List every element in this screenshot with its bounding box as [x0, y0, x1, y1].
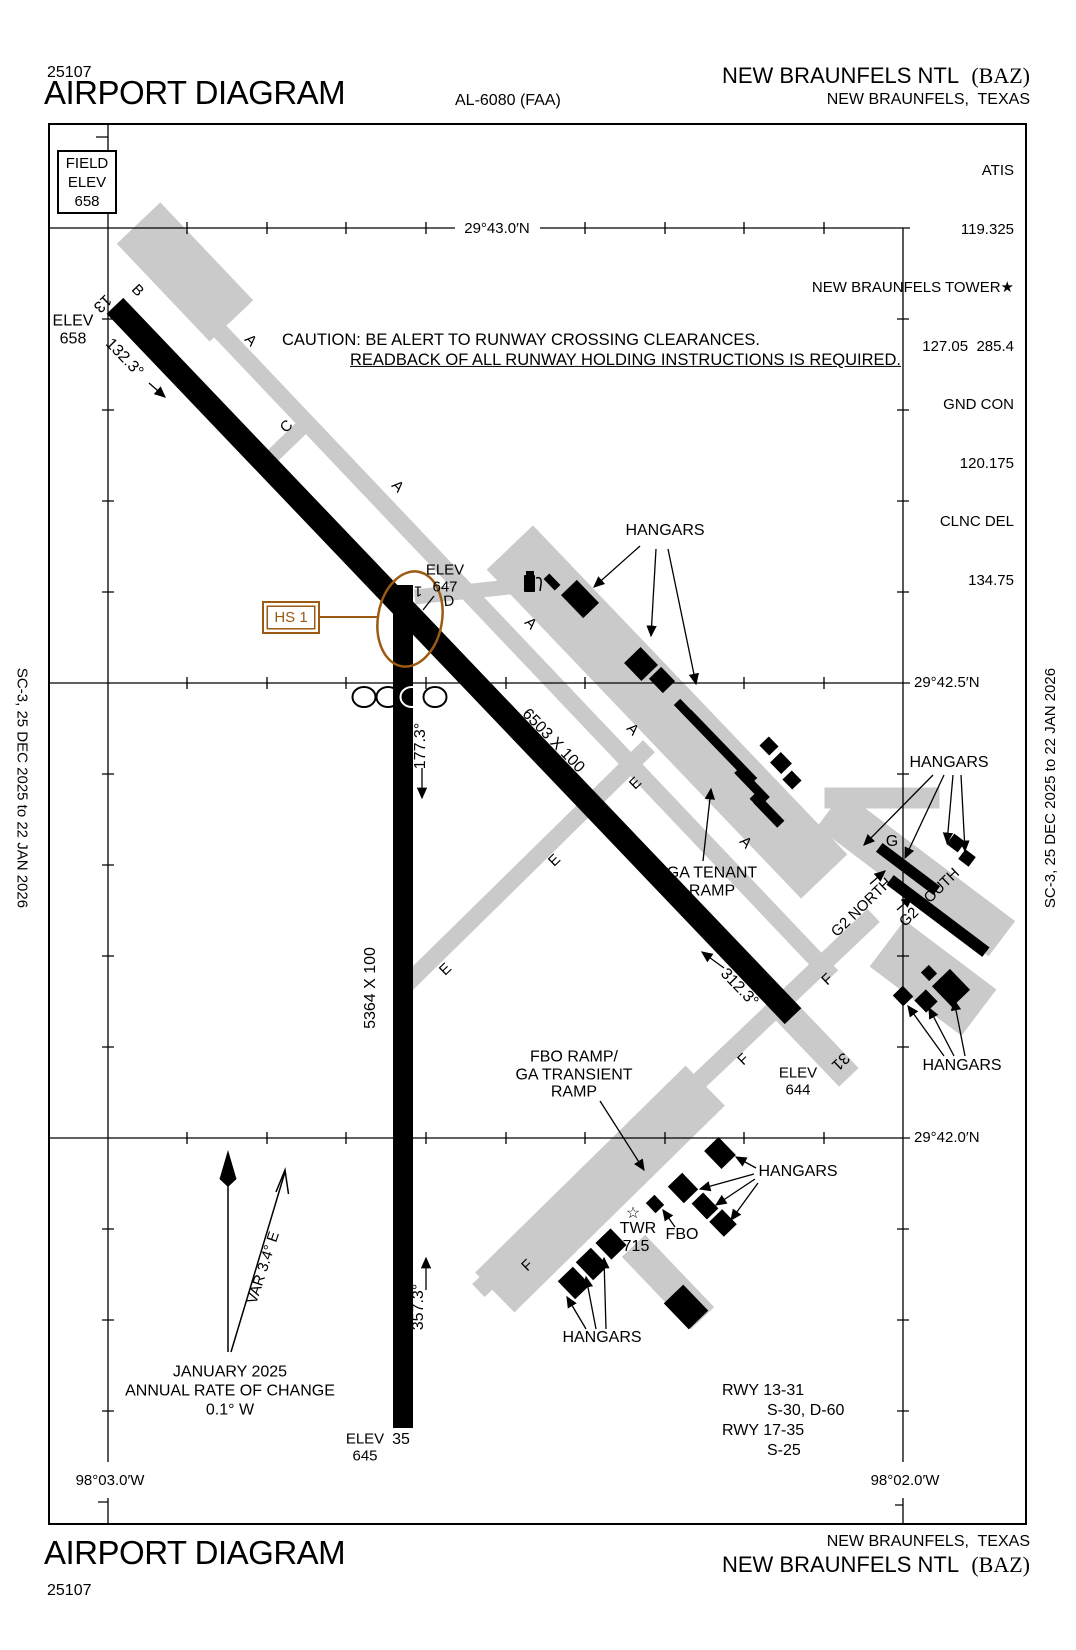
control-tower-star-icon: ☆ [625, 1205, 641, 1223]
gnd-con-label: GND CON [943, 396, 1014, 413]
runway-17-number: 17 [405, 582, 423, 600]
runway-35-heading: 357.3° [410, 1283, 428, 1331]
margin-note-right: SC-3, 25 DEC 2025 to 22 JAN 2026 [1041, 667, 1059, 909]
runway-17-35-dimensions: 5364 X 100 [362, 947, 380, 1029]
margin-note-left: SC-3, 25 DEC 2025 to 22 JAN 2026 [13, 667, 31, 909]
latitude-label-1: 29°43.0′N [464, 219, 530, 237]
airport-id-bottom: (BAZ) [971, 1552, 1030, 1577]
field-elev-l2: ELEV [67, 174, 107, 191]
tower-label: NEW BRAUNFELS TOWER★ [811, 279, 1014, 296]
longitude-label-2: 98°02.0′W [868, 1471, 942, 1490]
annual-change-block: JANUARY 2025 ANNUAL RATE OF CHANGE 0.1° … [125, 1363, 335, 1419]
hangars-label-southeast: HANGARS [922, 1057, 1002, 1075]
hs1-label: HS 1 [274, 609, 308, 626]
elev-658-label: ELEV 658 [52, 312, 94, 347]
hangars-label-east: HANGARS [909, 754, 989, 772]
clnc-del-freq: 134.75 [968, 571, 1014, 589]
elev-644-label: ELEV 644 [778, 1064, 818, 1098]
field-elev-value: 658 [74, 193, 100, 210]
airport-id: (BAZ) [971, 63, 1030, 88]
latitude-label-2: 29°42.5′N [914, 673, 980, 691]
footer-title: AIRPORT DIAGRAM [44, 1534, 346, 1571]
atis-label: ATIS [981, 162, 1014, 179]
airport-name: NEW BRAUNFELS NTL [721, 63, 960, 88]
ga-tenant-ramp-label: GA TENANT RAMP [666, 864, 758, 899]
city-top: NEW BRAUNFELS, TEXAS [826, 91, 1030, 108]
hangars-label-south: HANGARS [562, 1329, 642, 1347]
hangars-label-north: HANGARS [625, 522, 705, 540]
chart-number-bottom: 25107 [47, 1582, 92, 1599]
longitude-label-1: 98°03.0′W [73, 1471, 147, 1490]
elev-647-label: ELEV 647 [425, 561, 465, 595]
airport-name-bottom: NEW BRAUNFELS NTL [721, 1552, 960, 1577]
atis-freq: 119.325 [960, 220, 1014, 238]
caution-line-2: READBACK OF ALL RUNWAY HOLDING INSTRUCTI… [350, 350, 902, 369]
hangars-label-fbo-east: HANGARS [758, 1163, 838, 1181]
caution-line-1: CAUTION: BE ALERT TO RUNWAY CROSSING CLE… [282, 330, 761, 349]
footer-right: NEW BRAUNFELS, TEXAS NEW BRAUNFELS NTL (… [722, 1533, 1030, 1578]
field-elev-l1: FIELD [65, 155, 109, 172]
latitude-label-3: 29°42.0′N [914, 1128, 980, 1146]
page-title: AIRPORT DIAGRAM [44, 74, 346, 111]
runway-17-35 [393, 585, 413, 1428]
field-elev-box: FIELD ELEV 658 [57, 150, 117, 214]
gnd-con-freq: 120.175 [959, 454, 1014, 472]
elev-645-label: ELEV 645 [345, 1430, 385, 1464]
al-number: AL-6080 (FAA) [455, 92, 561, 109]
fbo-label: FBO [665, 1226, 699, 1244]
taxiway-d-label: D [442, 592, 456, 611]
chart-number-top: 25107 [47, 64, 92, 81]
city-bottom: NEW BRAUNFELS, TEXAS [826, 1533, 1030, 1550]
fbo-ramp-label: FBO RAMP/ GA TRANSIENT RAMP [515, 1048, 633, 1101]
tower-elevation: 715 [622, 1238, 650, 1256]
tower-freqs: 127.05 285.4 [922, 337, 1014, 355]
runway-data-block: RWY 13-31 S-30, D-60 RWY 17-35 S-25 [722, 1382, 845, 1459]
runway-35-number: 35 [392, 1431, 410, 1449]
taxiway-g-label: G [885, 833, 899, 851]
clnc-del-label: CLNC DEL [939, 513, 1014, 530]
comm-frequencies: ATIS 119.325 NEW BRAUNFELS TOWER★ 127.05… [812, 122, 1014, 629]
tower-label: TWR [619, 1220, 657, 1238]
header-right: NEW BRAUNFELS NTL (BAZ) NEW BRAUNFELS, T… [722, 63, 1030, 109]
hotspot-hs1-box: HS 1 [262, 601, 320, 634]
runway-17-heading: 177.3° [412, 722, 430, 770]
